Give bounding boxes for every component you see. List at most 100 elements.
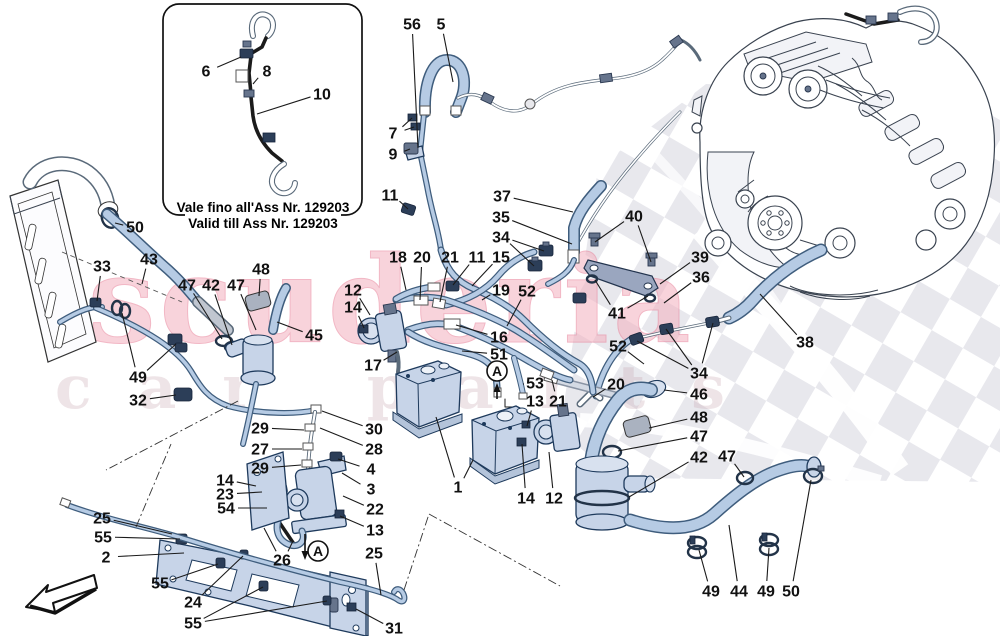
leader-line <box>193 293 223 340</box>
view-marker-label: A <box>492 363 502 379</box>
leader-line <box>117 552 185 558</box>
callout-9: 9 <box>389 147 398 164</box>
callout-22: 22 <box>366 502 384 519</box>
callout-14: 14 <box>344 300 362 317</box>
callout-41: 41 <box>608 306 626 323</box>
mounting-plate <box>155 451 369 636</box>
callout-20: 20 <box>607 377 625 394</box>
leader-line <box>665 328 693 366</box>
callout-25: 25 <box>93 511 111 528</box>
leader-line <box>404 148 411 152</box>
leader-line <box>548 451 554 489</box>
leader-line <box>236 481 257 487</box>
callout-35: 35 <box>492 210 510 227</box>
callout-42: 42 <box>690 450 708 467</box>
callout-47: 47 <box>718 449 736 466</box>
leader-line <box>412 33 419 149</box>
callout-47: 47 <box>690 429 708 446</box>
leader-line <box>481 294 491 301</box>
leader-line <box>512 239 545 252</box>
callout-23: 23 <box>216 487 234 504</box>
callout-29: 29 <box>251 421 269 438</box>
leader-line <box>258 278 261 297</box>
air-duct-unit-right <box>573 455 656 531</box>
callout-55: 55 <box>151 576 169 593</box>
callout-21: 21 <box>441 250 459 267</box>
leader-line <box>171 563 219 581</box>
callout-42: 42 <box>202 278 220 295</box>
leader-line <box>114 222 124 226</box>
callout-34: 34 <box>492 230 510 247</box>
callout-48: 48 <box>690 410 708 427</box>
callout-15: 15 <box>492 250 510 267</box>
leader-line <box>452 264 470 286</box>
leader-line <box>276 321 303 333</box>
solenoid-valve-lower <box>516 367 581 452</box>
callout-55: 55 <box>184 616 202 633</box>
callout-36: 36 <box>692 270 710 287</box>
callout-34: 34 <box>690 366 708 383</box>
callout-8: 8 <box>263 64 272 81</box>
hose-clip-49a <box>686 535 708 560</box>
callout-32: 32 <box>129 393 147 410</box>
leader-line <box>594 279 611 305</box>
leader-line <box>628 461 689 498</box>
solenoid-valve-upper <box>357 302 408 363</box>
leader-line <box>252 77 259 85</box>
callout-54: 54 <box>217 501 235 518</box>
callout-11: 11 <box>469 250 486 267</box>
callout-47: 47 <box>178 278 196 295</box>
callout-33: 33 <box>93 259 111 276</box>
leader-line <box>216 56 242 68</box>
callout-13: 13 <box>526 394 544 411</box>
callout-55: 55 <box>94 530 112 547</box>
leader-line <box>141 268 147 285</box>
note-line1: Vale fino all'Ass Nr. 129203 <box>177 200 350 215</box>
leader-line <box>792 479 812 582</box>
callout-25: 25 <box>365 546 383 563</box>
callout-50: 50 <box>126 220 144 237</box>
view-marker-arrowhead <box>301 551 309 560</box>
leader-line <box>419 266 422 301</box>
leader-line <box>383 351 398 361</box>
callout-13: 13 <box>366 523 384 540</box>
leader-line <box>337 458 360 467</box>
leader-line <box>435 416 455 478</box>
leader-line <box>402 117 413 128</box>
leader-line <box>121 312 136 368</box>
leader-line <box>287 540 294 552</box>
callout-52: 52 <box>518 284 536 301</box>
leader-line <box>319 427 364 446</box>
callout-14: 14 <box>517 491 535 508</box>
leader-line <box>404 126 415 131</box>
callout-12: 12 <box>344 283 362 300</box>
support-bracket-39 <box>583 232 659 303</box>
leader-line <box>359 297 371 316</box>
leader-line <box>399 200 409 210</box>
callout-18: 18 <box>389 250 407 267</box>
callout-26: 26 <box>273 553 291 570</box>
leader-line <box>512 220 573 245</box>
leader-line <box>240 293 257 331</box>
leader-line <box>358 315 365 329</box>
leader-line <box>701 322 714 364</box>
leader-line <box>342 495 365 506</box>
leader-line <box>734 463 745 478</box>
leader-line <box>637 225 652 263</box>
callout-38: 38 <box>796 335 814 352</box>
leader-line <box>442 33 454 83</box>
callout-6: 6 <box>202 64 211 81</box>
callout-52: 52 <box>609 339 627 356</box>
note-box: Vale fino all'Ass Nr. 129203 Valid till … <box>162 3 363 232</box>
callout-29: 29 <box>251 461 269 478</box>
leader-line <box>204 600 328 622</box>
callout-48: 48 <box>252 262 270 279</box>
hose-network <box>57 34 828 636</box>
callout-50: 50 <box>782 584 800 601</box>
callout-46: 46 <box>690 387 708 404</box>
leader-line <box>113 519 173 535</box>
leader-line <box>551 379 556 392</box>
note-line2: Valid till Ass Nr. 129203 <box>188 216 338 231</box>
engine-illustration <box>691 5 996 300</box>
